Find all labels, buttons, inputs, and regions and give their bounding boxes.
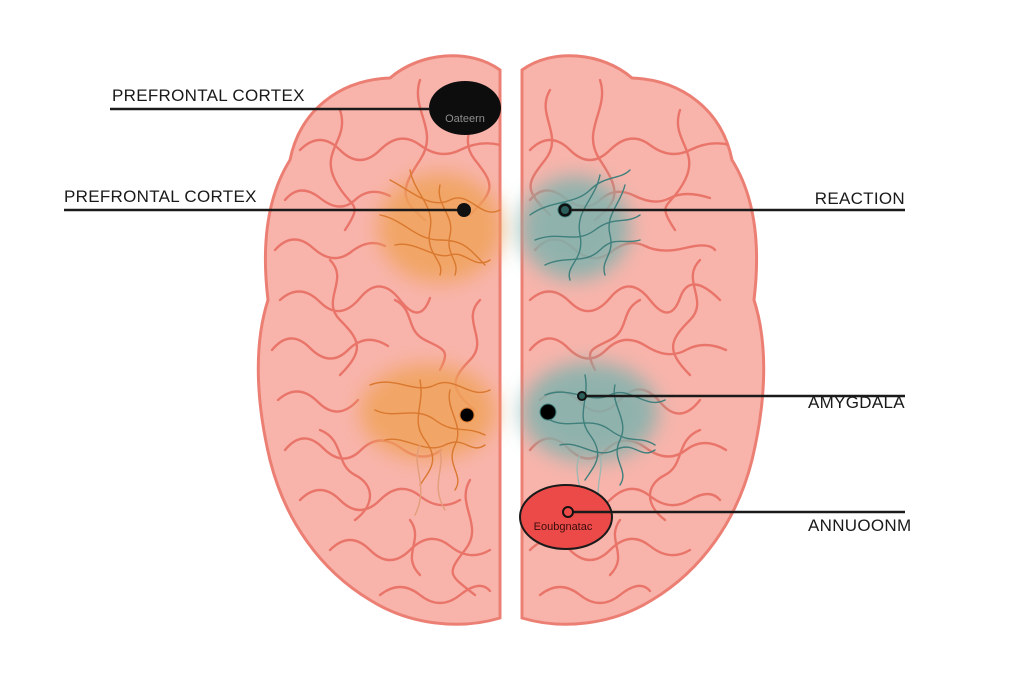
dot-top-right — [559, 204, 571, 216]
black-bubble-marker: Oateern — [429, 81, 501, 135]
label-prefrontal-cortex-mid: PREFRONTAL CORTEX — [64, 187, 257, 206]
dot-bottom-right — [562, 506, 574, 518]
label-prefrontal-cortex-top: PREFRONTAL CORTEX — [112, 86, 305, 105]
leader-lines — [64, 107, 905, 514]
leader-dots — [457, 203, 587, 518]
teal-region-upper — [520, 176, 630, 280]
black-bubble-text: Oateern — [445, 113, 485, 125]
red-bubble-text: Eoubgnatac — [534, 521, 593, 533]
left-hemisphere — [256, 54, 502, 626]
orange-region-upper — [378, 173, 502, 283]
orange-swirls — [369, 169, 501, 491]
dot-mid-right — [577, 391, 587, 401]
label-amygdala: AMYGDALA — [808, 393, 905, 412]
label-bottom-right: ANNUOONM — [808, 516, 911, 535]
label-reaction: REACTION — [815, 189, 905, 208]
dot-mid-left — [457, 203, 471, 217]
